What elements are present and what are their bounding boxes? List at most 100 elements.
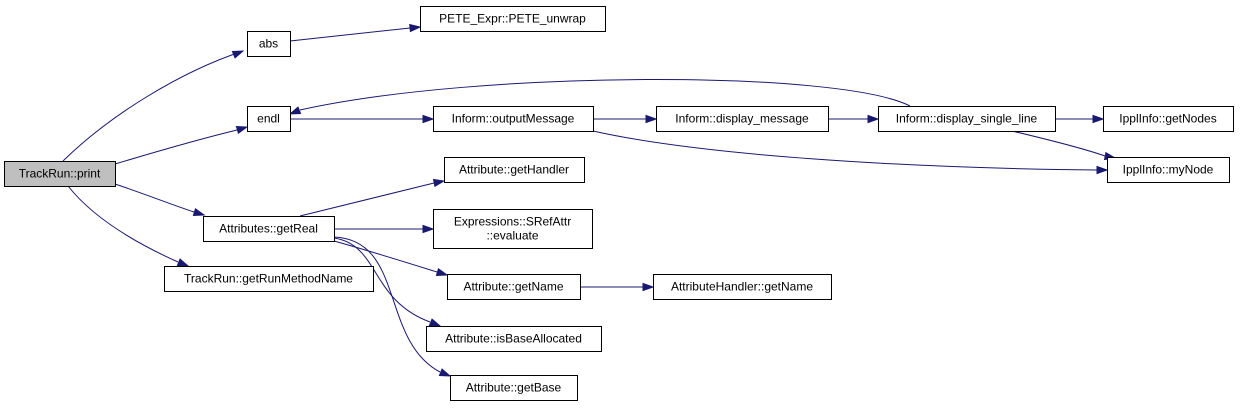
node-label: IpplInfo::getNodes (1119, 112, 1216, 126)
node-getbase[interactable]: Attribute::getBase (450, 375, 578, 401)
edge-getreal-to-srefattr (334, 224, 435, 234)
node-isbase[interactable]: Attribute::isBaseAllocated (426, 326, 602, 352)
edge-arrowhead (642, 282, 655, 292)
node-box (878, 106, 1056, 132)
node-box (247, 31, 291, 57)
node-dispsl[interactable]: Inform::display_single_line (878, 106, 1056, 132)
node-print[interactable]: TrackRun::print (4, 161, 116, 187)
edge-arrowhead (235, 125, 249, 135)
node-endl[interactable]: endl (247, 106, 291, 132)
edge-getreal-to-gethandler (299, 178, 446, 217)
node-box (450, 375, 578, 401)
node-box (426, 326, 602, 352)
node-box (444, 157, 585, 183)
node-label: Attribute::isBaseAllocated (445, 332, 582, 346)
edge-arrowhead (288, 106, 302, 115)
edge-line (333, 240, 438, 273)
edge-line (114, 129, 238, 165)
node-box (247, 106, 291, 132)
edge-endl-to-outmsg (290, 114, 435, 124)
node-box (433, 209, 593, 249)
edge-line (1011, 130, 1106, 157)
node-getrunmethod[interactable]: TrackRun::getRunMethodName (164, 266, 374, 292)
edge-arrowhead (1096, 165, 1109, 175)
node-label: Inform::display_single_line (896, 112, 1038, 126)
edge-arrowhead (422, 114, 435, 124)
edge-abs-to-pete (289, 23, 422, 42)
node-label: TrackRun::print (19, 167, 101, 181)
edge-line (592, 130, 1098, 171)
node-getnodes[interactable]: IpplInfo::getNodes (1103, 106, 1234, 132)
node-box (447, 274, 581, 300)
node-box (420, 6, 606, 32)
edge-arrowhead (231, 50, 245, 59)
edge-line (62, 50, 244, 162)
edge-arrowhead (432, 178, 446, 188)
edge-print-to-endl (114, 125, 249, 165)
edge-line (299, 182, 435, 217)
node-box (433, 106, 594, 132)
node-box (1103, 106, 1234, 132)
node-getname[interactable]: Attribute::getName (447, 274, 581, 300)
node-srefattr[interactable]: Expressions::SRefAttr::evaluate (433, 209, 593, 249)
edge-arrowhead (1092, 114, 1105, 124)
node-dispmsg[interactable]: Inform::display_message (656, 106, 829, 132)
nodes-layer: TrackRun::print abs PETE_Expr::PETE_unwrap… (4, 6, 1234, 401)
node-label: Attributes::getReal (219, 222, 318, 236)
edge-line (333, 237, 431, 323)
edge-outmsg-to-mynode (592, 130, 1109, 175)
edge-getreal-to-getname (333, 240, 449, 277)
edge-dispsl-to-getnodes (1055, 114, 1105, 124)
node-box (164, 266, 374, 292)
edge-arrowhead (867, 114, 880, 124)
node-label: abs (259, 37, 278, 51)
edge-print-to-getrunmethod (67, 185, 190, 267)
edge-arrowhead (645, 114, 658, 124)
node-label: PETE_Expr::PETE_unwrap (439, 12, 586, 26)
edge-getreal-to-isbase (333, 237, 442, 327)
node-label: Expressions::SRefAttr (454, 215, 571, 229)
edge-arrowhead (176, 258, 190, 267)
edge-line (67, 185, 179, 263)
node-label: AttributeHandler::getName (671, 280, 813, 294)
edge-dispsl-to-mynode (1011, 130, 1117, 161)
edge-print-to-abs (62, 50, 245, 162)
edge-line (289, 27, 411, 42)
edge-getname-to-ahgetname (580, 282, 655, 292)
edge-line (114, 183, 195, 213)
node-box (203, 216, 335, 242)
edge-arrowhead (428, 318, 442, 327)
edge-getreal-to-getbase (333, 236, 452, 377)
node-abs[interactable]: abs (247, 31, 291, 57)
node-getreal[interactable]: Attributes::getReal (203, 216, 335, 242)
node-box (656, 106, 829, 132)
node-label: Inform::outputMessage (452, 112, 575, 126)
edge-dispmsg-to-dispsl (828, 114, 880, 124)
edge-arrowhead (435, 267, 449, 277)
edge-line (333, 236, 441, 373)
edge-arrowhead (409, 23, 422, 33)
edge-arrowhead (438, 368, 452, 377)
node-label: IpplInfo::myNode (1123, 163, 1214, 177)
edge-print-to-getreal (114, 183, 206, 217)
node-label: Attribute::getHandler (459, 163, 569, 177)
node-ahgetname[interactable]: AttributeHandler::getName (653, 274, 832, 300)
node-outmsg[interactable]: Inform::outputMessage (433, 106, 594, 132)
edge-arrowhead (192, 207, 206, 217)
node-label: endl (257, 112, 280, 126)
node-label: TrackRun::getRunMethodName (184, 272, 353, 286)
edges-layer (62, 23, 1117, 377)
node-gethandler[interactable]: Attribute::getHandler (444, 157, 585, 183)
edge-line (299, 78, 911, 111)
edge-dispsl-to-endl (288, 78, 911, 115)
node-box (4, 161, 116, 187)
node-box (653, 274, 832, 300)
node-label: ::evaluate (486, 229, 538, 243)
node-label: Attribute::getBase (466, 381, 562, 395)
node-mynode[interactable]: IpplInfo::myNode (1107, 157, 1230, 183)
edge-outmsg-to-dispmsg (593, 114, 658, 124)
node-label: Attribute::getName (463, 280, 563, 294)
node-box (1107, 157, 1230, 183)
node-pete[interactable]: PETE_Expr::PETE_unwrap (420, 6, 606, 32)
